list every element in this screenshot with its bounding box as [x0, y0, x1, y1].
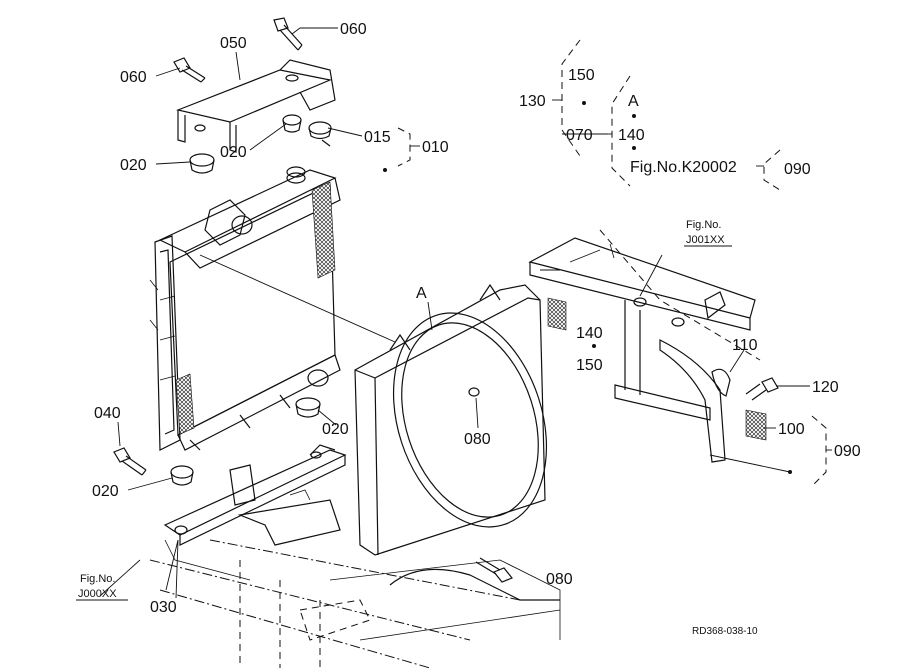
label-a-shroud: A [416, 285, 427, 302]
upper-bracket [175, 59, 336, 153]
lower-bracket [163, 444, 347, 546]
cushion-020-lower [170, 465, 194, 486]
label-130: 130 [519, 93, 546, 110]
label-020-b: 020 [220, 144, 247, 161]
label-030: 030 [150, 599, 177, 616]
label-120: 120 [812, 379, 839, 396]
label-090-right: 090 [834, 443, 861, 460]
braces [383, 39, 832, 487]
label-150-mid: 150 [576, 357, 603, 374]
clip-110 [711, 368, 731, 397]
part-labels: 060 050 060 020 015 010 020 130 150 070 … [76, 21, 861, 637]
label-020-d: 020 [92, 483, 119, 500]
bolt-060-top [273, 17, 303, 51]
label-020-c: 020 [322, 421, 349, 438]
label-060-top: 060 [340, 21, 367, 38]
chassis-frame [149, 229, 761, 668]
right-bracket [528, 237, 767, 463]
label-020-a: 020 [120, 157, 147, 174]
label-140-mid: 140 [576, 325, 603, 342]
bolt-060-left [173, 57, 206, 83]
label-060-left: 060 [120, 69, 147, 86]
cushion-020-right [295, 397, 321, 418]
label-fig-k20002: Fig.No.K20002 [630, 159, 737, 176]
label-015: 015 [364, 129, 391, 146]
label-080-low: 080 [546, 571, 573, 588]
label-150-top: 150 [568, 67, 595, 84]
fan-shroud [354, 283, 567, 556]
radiator-cap-015 [308, 121, 332, 147]
label-090-top: 090 [784, 161, 811, 178]
cushion-020-mid [282, 114, 302, 133]
label-a-top: A [628, 93, 639, 110]
label-080-mid: 080 [464, 431, 491, 448]
diagram-reference-code: RD368-038-10 [692, 626, 758, 637]
radiator [149, 166, 341, 451]
leader-lines [99, 27, 810, 599]
label-fig-j000-b: J000XX [78, 588, 117, 600]
label-fig-j000-a: Fig.No. [80, 573, 115, 585]
label-fig-j001-b: J001XX [686, 234, 725, 246]
label-040: 040 [94, 405, 121, 422]
bolt-120 [745, 377, 779, 401]
bolt-080 [475, 557, 513, 583]
label-070: 070 [566, 127, 593, 144]
label-100: 100 [778, 421, 805, 438]
label-010: 010 [422, 139, 449, 156]
label-fig-j001-a: Fig.No. [686, 219, 721, 231]
label-140-top: 140 [618, 127, 645, 144]
cushion-020-upper [189, 153, 215, 174]
bolt-040 [113, 447, 147, 476]
label-110: 110 [732, 337, 758, 354]
label-050: 050 [220, 35, 247, 52]
